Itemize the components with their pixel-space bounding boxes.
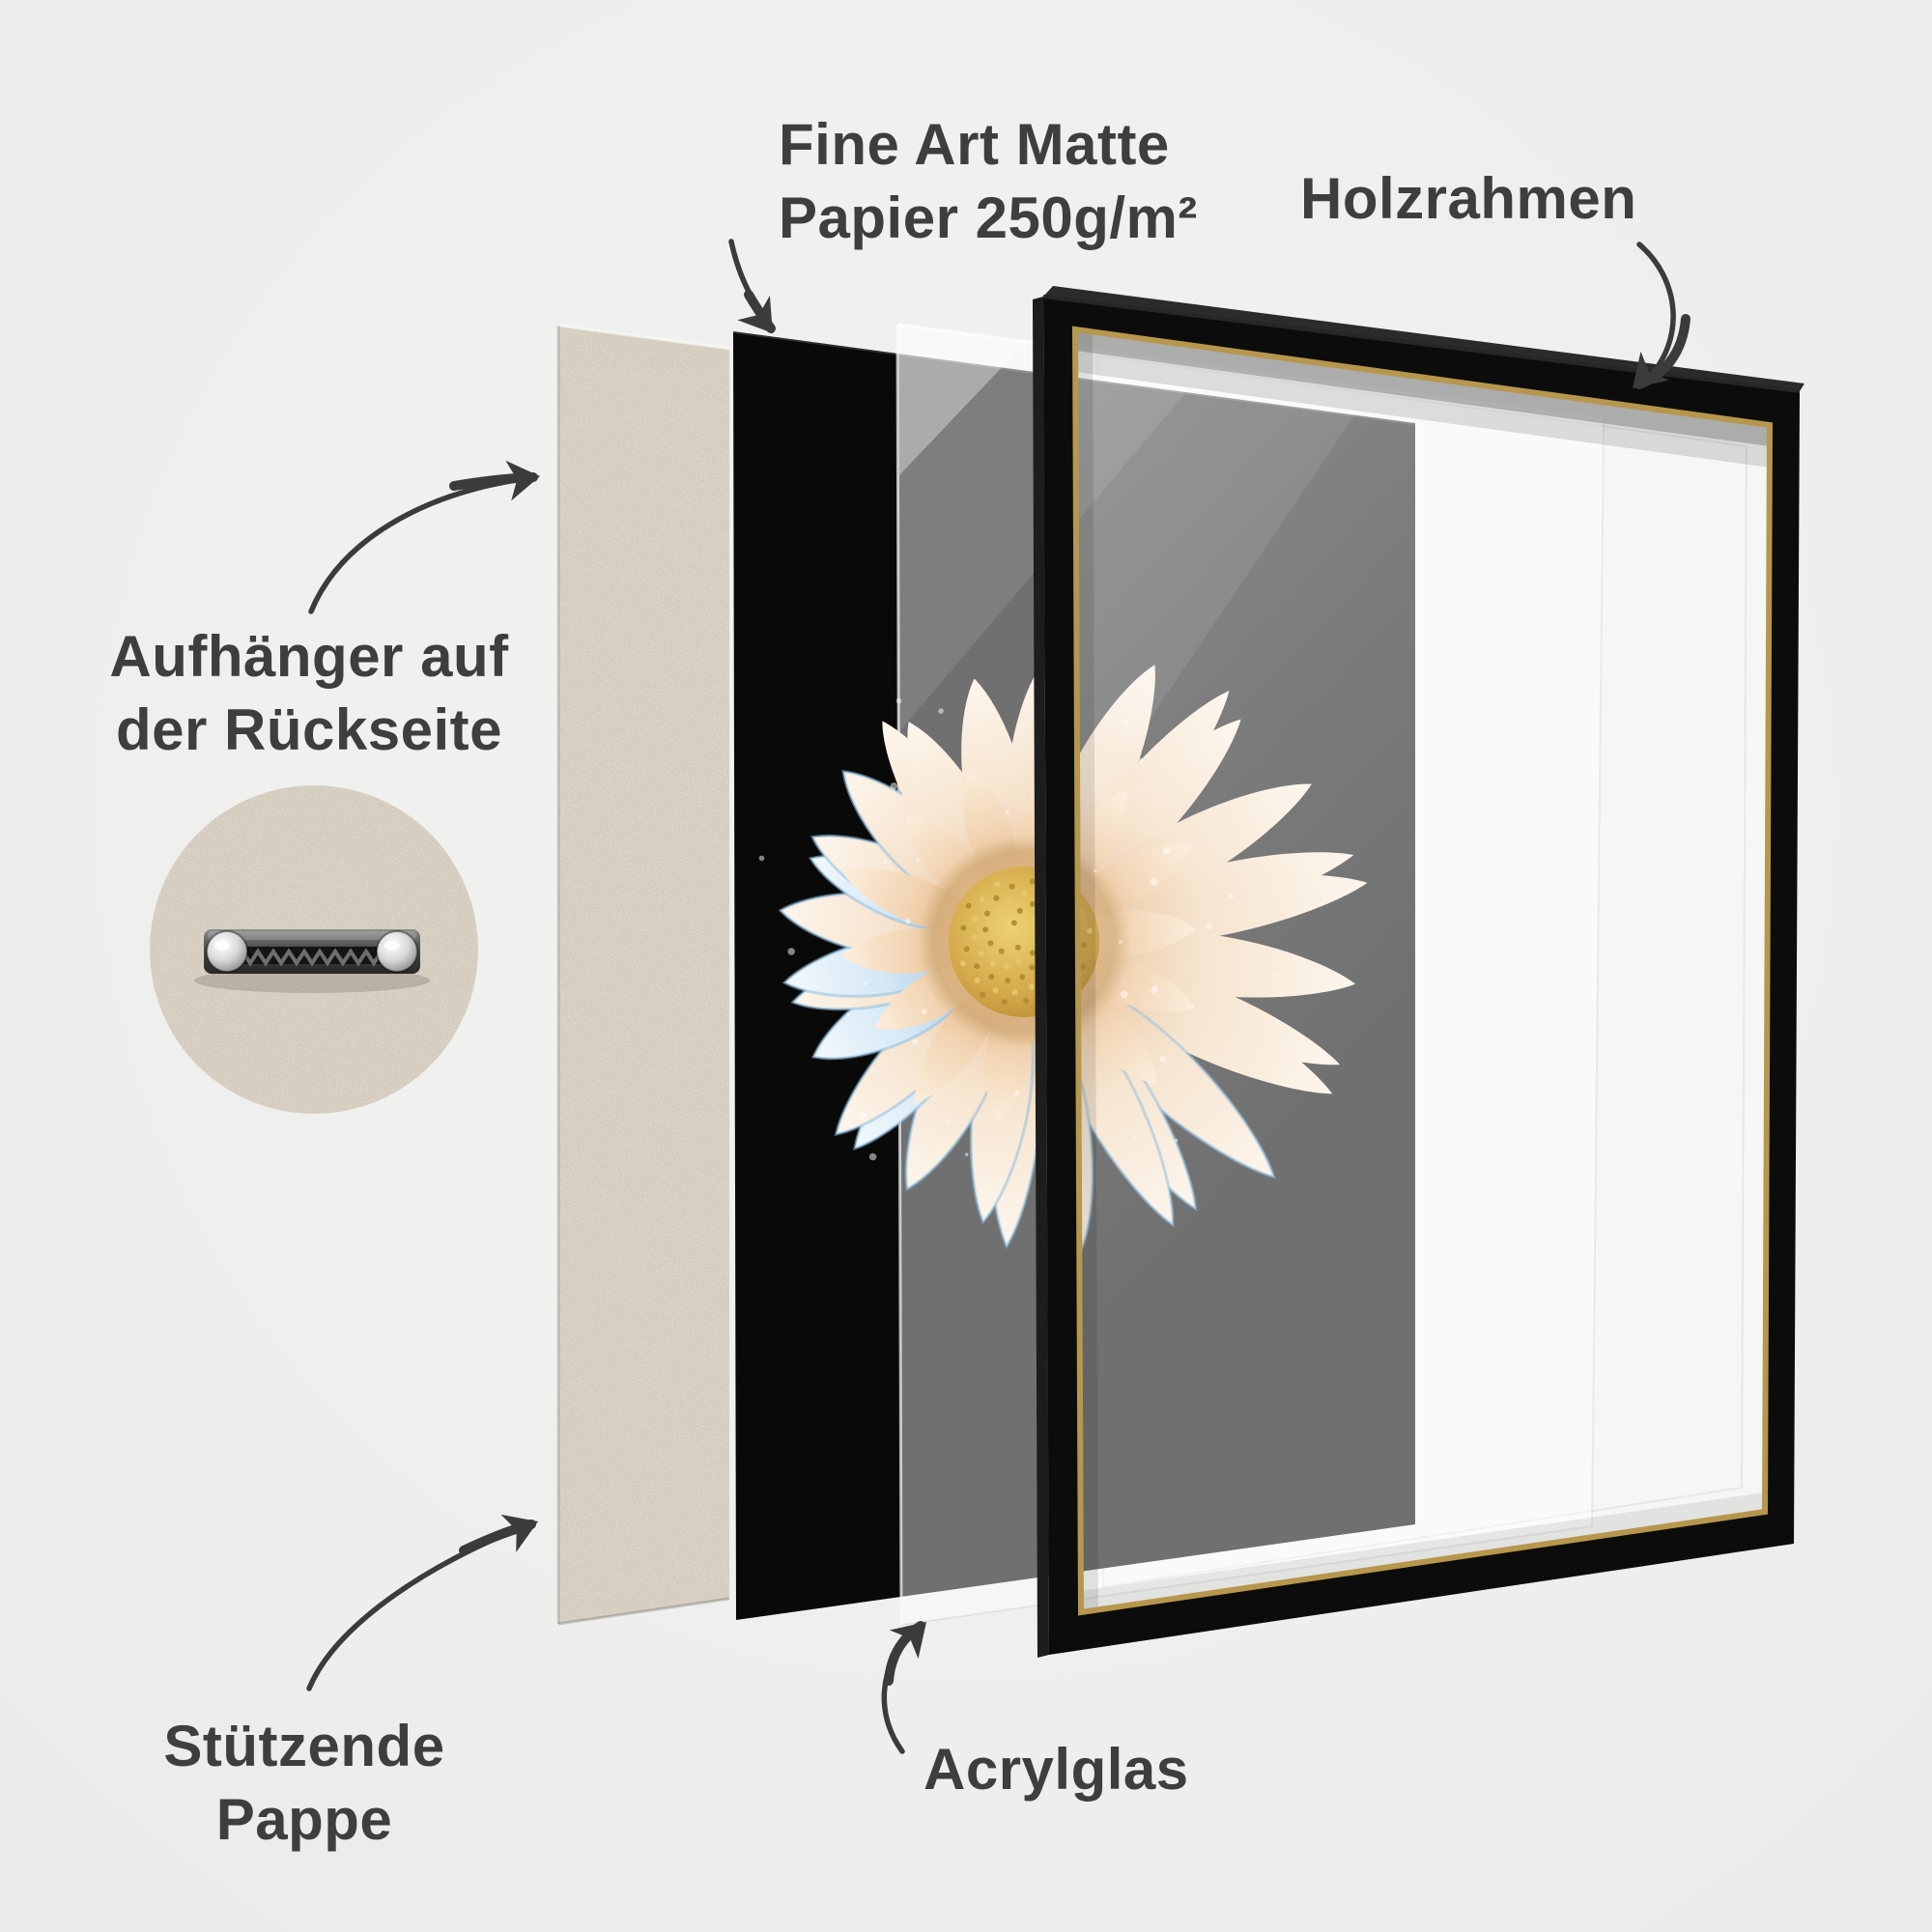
wood-frame [1033, 286, 1804, 1658]
screw-right [376, 930, 418, 973]
label-hanger-line1: Aufhänger auf [109, 624, 509, 689]
annotation-arrows [306, 239, 1690, 1754]
label-fine-art-paper-line2: Papier 250g/m² [779, 185, 1198, 250]
arrow-cardboard-icon [306, 1514, 538, 1691]
hanger-detail-inset [150, 785, 478, 1114]
arrow-hanger-icon [308, 460, 540, 614]
screw-left [206, 930, 248, 973]
label-wood-frame: Holzrahmen [1300, 166, 1637, 231]
label-cardboard: Stützende Pappe [72, 1710, 536, 1856]
arrow-acrylic-icon [881, 1621, 926, 1754]
frame-opening-effects [1075, 329, 1770, 1612]
label-cardboard-line2: Pappe [215, 1786, 393, 1852]
label-fine-art-paper-line1: Fine Art Matte [779, 112, 1170, 177]
arrow-paper-icon [728, 239, 776, 333]
sawtooth-hanger [194, 929, 430, 993]
label-cardboard-line1: Stützende [163, 1714, 445, 1778]
label-fine-art-paper: Fine Art Matte Papier 250g/m² [779, 108, 1198, 254]
arrow-frame-icon [1633, 242, 1690, 389]
label-hanger: Aufhänger auf der Rückseite [68, 620, 551, 766]
gold-fillet [1071, 326, 1774, 1616]
cardboard-layer [556, 324, 730, 1626]
label-hanger-line2: der Rückseite [115, 696, 502, 762]
sawtooth-teeth [241, 948, 384, 967]
label-acrylic: Acrylglas [923, 1737, 1189, 1802]
